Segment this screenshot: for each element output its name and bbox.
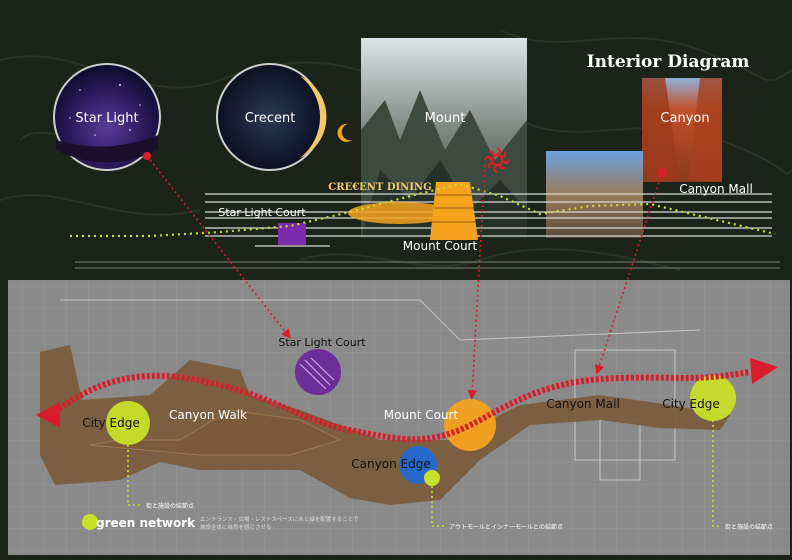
star-light-court-glyph [299, 357, 335, 390]
section-mount-court: Mount Court [403, 239, 478, 253]
diagram-title: Interior Diagram [587, 52, 750, 72]
star-light-pin [143, 152, 151, 160]
star-light-theme: Star Light [53, 63, 161, 171]
canyon-pin [657, 168, 667, 178]
plan-canyon-edge: Canyon Edge [351, 457, 430, 471]
legend-description-2: 施設全体に自然を感じさせる [200, 523, 272, 531]
canyon-theme: Canyon [642, 78, 722, 182]
main-circulation-route [36, 358, 778, 443]
crescent-dining-area [348, 202, 452, 224]
sun-icon [484, 147, 510, 173]
plan-canyon-mall: Canyon Mall [546, 397, 620, 411]
section-canyon-mall: Canyon Mall [679, 182, 753, 196]
city-edge-right-node [690, 375, 736, 421]
crescent-theme: Crecent [216, 63, 327, 171]
callout-middle-node: アウトモールとインナーモールとの結節点 [449, 523, 563, 531]
plan-city-edge-left: City Edge [82, 416, 140, 430]
legend-label: green network [96, 516, 196, 530]
star-light-label: Star Light [75, 111, 138, 126]
callout-left-node: 街と施設の結節点 [146, 502, 194, 510]
green-network-legend: green network エントランス・広場・レストスペースに水と緑を配置する… [82, 514, 359, 531]
crescent-label: Crecent [245, 111, 296, 126]
canyon-edge-small-node [424, 470, 440, 486]
green-network-section-line [70, 182, 776, 238]
section-crescent-dining: CRE€ENT DINING [328, 182, 431, 193]
city-edge-left-node [106, 401, 150, 445]
plan-mount-court: Mount Court [384, 408, 459, 422]
callout-right-node: 街と施設の結節点 [725, 523, 773, 531]
theme-leader-lines [146, 155, 663, 400]
plan-canyon-walk: Canyon Walk [169, 408, 247, 422]
legend-description-1: エントランス・広場・レストスペースに水と緑を配置することで [200, 515, 359, 523]
plan-city-edge-right: City Edge [662, 397, 720, 411]
star-light-court-node [295, 349, 341, 395]
canyon-label: Canyon [660, 111, 709, 126]
plan-star-light-court: Star Light Court [278, 336, 366, 349]
section-diagram: CRE€ENT DINING Star Light Court Mount Co… [70, 182, 780, 269]
green-callout-lines [127, 420, 722, 527]
section-star-light-court: Star Light Court [218, 206, 306, 219]
mount-label: Mount [425, 111, 466, 126]
star-light-court-volume [278, 223, 306, 245]
mount-court-volume [430, 182, 478, 240]
crescent-moon-icon [337, 123, 352, 142]
green-network-swatch [82, 514, 98, 530]
